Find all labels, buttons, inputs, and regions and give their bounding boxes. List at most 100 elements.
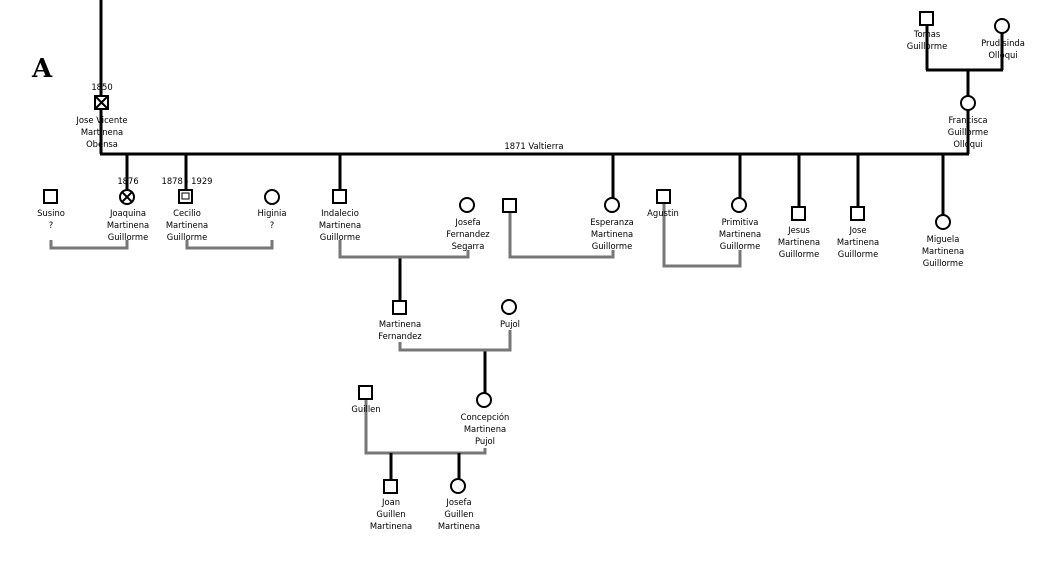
name-line: Martinena [319,220,361,230]
name-line: Guillorme [923,258,964,268]
person-name-higinia: Higinia? [257,208,286,230]
name-line: Martinena [922,246,964,256]
male-symbol [502,198,517,213]
name-line: Guillorme [720,241,761,251]
male-symbol [919,11,934,26]
name-line: Guillen [376,509,405,519]
name-line: Guillorme [838,249,879,259]
name-line: Josefa [445,497,471,507]
name-line: Guillorme [779,249,820,259]
person-name-agustin: Agustin [647,208,679,218]
male-symbol [392,300,407,315]
name-line: Guillorme [167,232,208,242]
name-line: Martinena [719,229,761,239]
name-line: Miguela [927,234,960,244]
name-line: Segarra [452,241,485,251]
name-line: Jose Vicente [75,115,127,125]
name-line: Jesus [787,225,810,235]
name-line: Guillorme [108,232,149,242]
name-line: Tomas [913,29,940,39]
person-name-susino: Susino? [37,208,65,230]
female-symbol [264,189,280,205]
name-line: Jose [848,225,866,235]
name-line: Obensa [86,139,118,149]
name-line: ? [49,220,53,230]
name-line: Pujol [500,319,520,329]
male-symbol [850,206,865,221]
name-line: Martinena [81,127,123,137]
male-symbol [332,189,347,204]
name-line: Martinena [166,220,208,230]
name-line: Fernandez [446,229,490,239]
male-symbol [656,189,671,204]
name-line: Josefa [454,217,480,227]
main-family-lines [99,0,1004,393]
name-line: Cecilio [173,208,201,218]
name-line: Susino [37,208,65,218]
name-line: Guillorme [592,241,633,251]
birth-year: 1876 [117,176,138,186]
name-line: Martinena [107,220,149,230]
female-symbol [960,95,976,111]
name-line: Martinena [438,521,480,531]
page-letter: A [31,54,53,84]
birth-year: 1850 [91,82,112,92]
name-line: Olloqui [988,50,1017,60]
name-line: Joan [381,497,400,507]
name-line: ? [270,220,274,230]
name-line: Guillorme [320,232,361,242]
name-line: Martinena [837,237,879,247]
name-line: Martinena [379,319,421,329]
name-line: Fernandez [378,331,422,341]
female-symbol [459,197,475,213]
name-line: Esperanza [590,217,634,227]
name-line: Guillorme [907,41,948,51]
name-line: Martinena [778,237,820,247]
name-line: Joaquina [109,208,146,218]
name-line: Olloqui [953,139,982,149]
person-name-pujol: Pujol [500,319,520,329]
life-years: 1878 - 1929 [162,176,213,186]
female-symbol [604,197,620,213]
name-line: Primitiva [722,217,759,227]
marriage-note: 1871 Valtierra [504,141,563,151]
female-symbol [935,214,951,230]
male-marked-symbol [178,189,193,204]
female-symbol [994,18,1010,34]
name-line: Martinena [370,521,412,531]
name-line: Martinena [591,229,633,239]
name-line: Prudisinda [981,38,1025,48]
spouse-lines [49,203,742,455]
name-line: Pujol [475,436,495,446]
male-deceased-symbol [94,95,109,110]
name-line: Concepción [461,412,510,422]
name-line: Agustin [647,208,679,218]
name-line: Higinia [257,208,286,218]
name-line: Guillen [444,509,473,519]
female-symbol [501,299,517,315]
name-line: Francisca [948,115,987,125]
female-symbol [731,197,747,213]
grandchild-lines [389,453,461,480]
male-symbol [791,206,806,221]
female-deceased-symbol [119,189,135,205]
female-symbol [476,392,492,408]
name-line: Indalecio [321,208,359,218]
name-line: Guillen [351,404,380,414]
male-symbol [358,385,373,400]
